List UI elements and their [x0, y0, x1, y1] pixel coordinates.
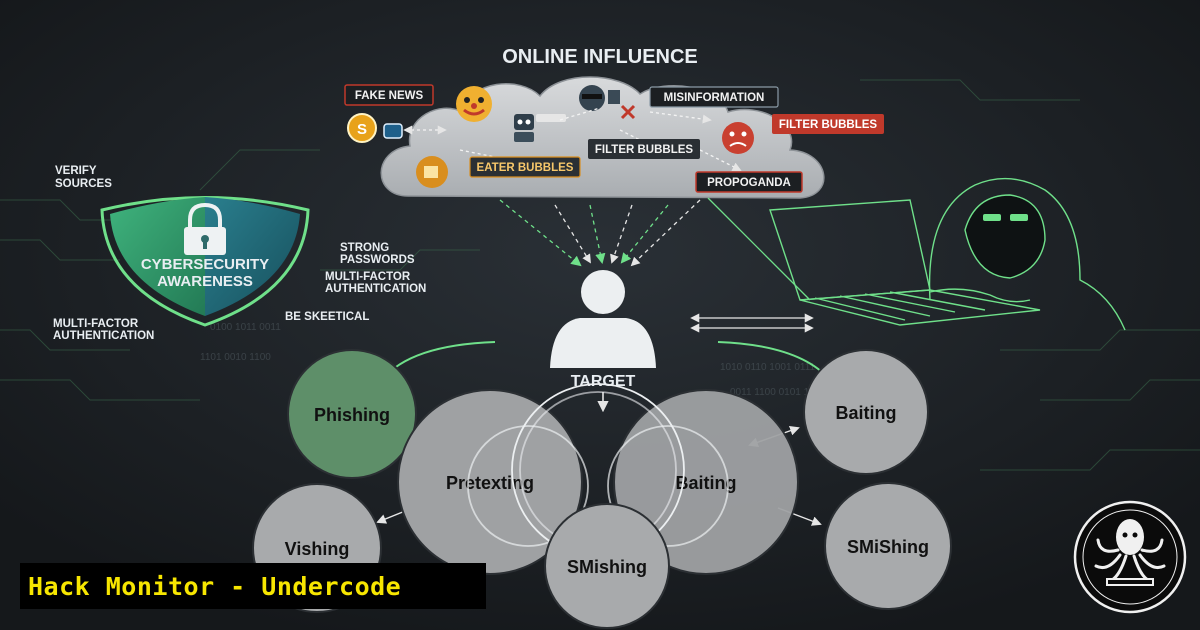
shield-icon: [100, 196, 310, 327]
megaphone-icon: [416, 156, 448, 188]
svg-text:FILTER BUBBLES: FILTER BUBBLES: [779, 119, 878, 131]
node-smishing-center[interactable]: SMishing: [544, 503, 670, 629]
svg-text:MISINFORMATION: MISINFORMATION: [664, 92, 765, 104]
svg-text:VERIFY: VERIFY: [55, 165, 97, 177]
svg-text:SMishing: SMishing: [567, 557, 647, 577]
svg-text:Vishing: Vishing: [285, 539, 350, 559]
svg-text:FAKE NEWS: FAKE NEWS: [355, 90, 424, 102]
tag-filter-bubbles-right: FILTER BUBBLES: [772, 114, 884, 134]
svg-text:S: S: [357, 121, 367, 138]
tip-be-skeptical: BE SKEETICAL: [285, 311, 369, 323]
octopus-logo: [1073, 500, 1187, 614]
svg-text:PROPOGANDA: PROPOGANDA: [707, 177, 791, 189]
svg-text:Phishing: Phishing: [314, 405, 390, 425]
circuit-lines: [0, 79, 1200, 471]
branding-banner: Hack Monitor - Undercode: [20, 563, 486, 609]
tip-mfa-left: MULTI-FACTOR AUTHENTICATION: [53, 318, 154, 342]
tag-propoganda: PROPOGANDA: [695, 171, 803, 193]
shield-line-1: CYBERSECURITY: [141, 256, 269, 273]
tag-eater-bubbles: EATER BUBBLES: [469, 156, 581, 178]
spy-icon: [579, 85, 636, 120]
svg-text:1101 0010 1100: 1101 0010 1100: [200, 352, 271, 363]
svg-text:AUTHENTICATION: AUTHENTICATION: [53, 330, 154, 342]
svg-text:AUTHENTICATION: AUTHENTICATION: [325, 283, 426, 295]
tag-fake-news: FAKE NEWS: [344, 84, 434, 106]
clown-face-icon: [456, 86, 492, 122]
tag-misinformation: MISINFORMATION: [649, 86, 779, 108]
svg-text:MULTI-FACTOR: MULTI-FACTOR: [325, 271, 411, 283]
coin-icon: S: [347, 113, 403, 143]
svg-text:Baiting: Baiting: [836, 403, 897, 423]
svg-text:PASSWORDS: PASSWORDS: [340, 254, 415, 266]
svg-text:SOURCES: SOURCES: [55, 178, 112, 190]
svg-text:SMiShing: SMiShing: [847, 537, 929, 557]
svg-text:0011 1100 0101 1010: 0011 1100 0101 1010: [730, 387, 826, 398]
page-title: ONLINE INFLUENCE: [502, 46, 698, 68]
svg-text:Baiting: Baiting: [676, 473, 737, 493]
svg-text:STRONG: STRONG: [340, 242, 389, 254]
svg-text:0100 1011 0011: 0100 1011 0011: [210, 322, 281, 333]
svg-text:1010 0110 1001 0111: 1010 0110 1001 0111: [720, 362, 816, 373]
svg-text:MULTI-FACTOR: MULTI-FACTOR: [53, 318, 139, 330]
hacker-link-arrows: [690, 313, 814, 333]
padlock-icon: [184, 202, 226, 255]
tag-filter-bubbles-center: FILTER BUBBLES: [588, 139, 700, 159]
tip-strong-passwords: STRONG PASSWORDS: [340, 242, 415, 266]
angry-face-icon: [722, 122, 754, 154]
tip-mfa-right: MULTI-FACTOR AUTHENTICATION: [325, 271, 426, 295]
branding-text: Hack Monitor - Undercode: [28, 571, 402, 601]
hacker-icon: [769, 177, 1126, 331]
robot-icon: [514, 114, 566, 142]
node-phishing[interactable]: Phishing: [287, 349, 417, 479]
tip-verify-sources: VERIFY SOURCES: [55, 165, 112, 190]
target-label: TARGET: [571, 373, 636, 390]
node-smishing-right[interactable]: SMiShing: [824, 482, 952, 610]
shield-line-2: AWARENESS: [157, 273, 253, 290]
node-baiting-top[interactable]: Baiting: [803, 349, 929, 475]
svg-text:FILTER BUBBLES: FILTER BUBBLES: [595, 144, 694, 156]
target-person-icon: [550, 270, 656, 368]
svg-text:EATER BUBBLES: EATER BUBBLES: [477, 162, 574, 174]
binary-dots: 0100 1011 0011 1101 0010 1100 1010 0110 …: [200, 322, 826, 398]
influence-arrows: [499, 197, 811, 301]
node-baiting-center[interactable]: Baiting: [613, 389, 799, 575]
